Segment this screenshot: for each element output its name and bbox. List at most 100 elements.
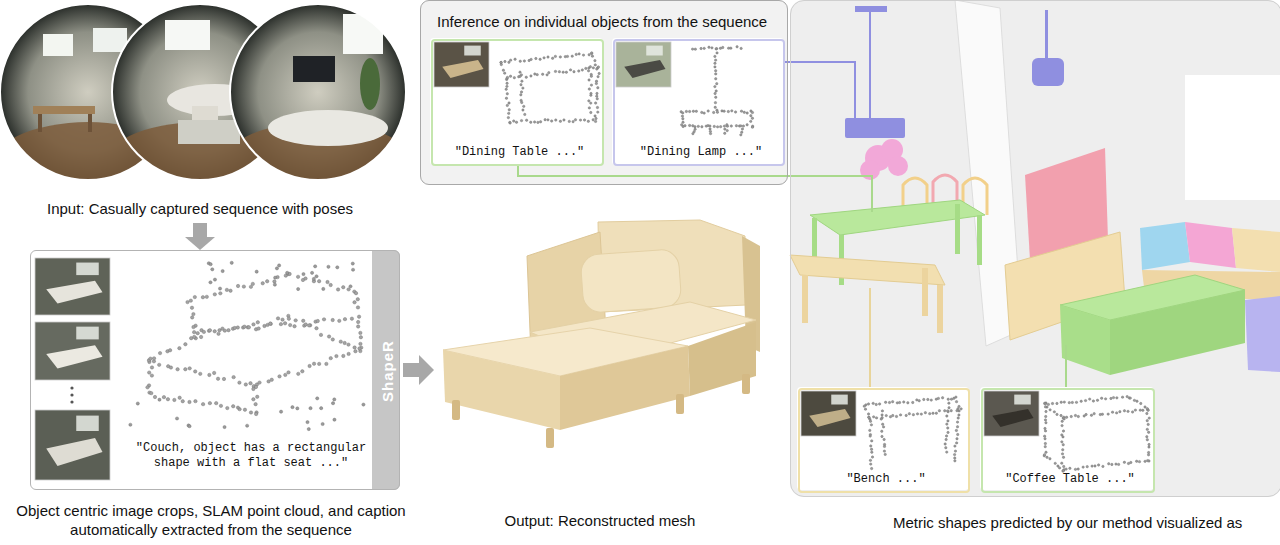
point xyxy=(953,453,955,455)
point xyxy=(954,457,956,459)
point xyxy=(196,331,199,334)
point xyxy=(715,78,717,80)
point xyxy=(536,73,538,75)
fisheye-photo xyxy=(218,4,418,218)
illustration-part xyxy=(1245,296,1280,372)
point xyxy=(554,70,556,72)
point xyxy=(588,100,590,102)
point xyxy=(278,375,281,378)
point xyxy=(947,427,949,429)
point xyxy=(226,406,229,409)
point xyxy=(1044,419,1046,421)
point xyxy=(221,327,224,330)
point xyxy=(1068,401,1070,403)
illustration-part xyxy=(46,345,102,368)
point xyxy=(588,88,590,90)
illustration-part xyxy=(560,346,690,430)
point xyxy=(872,402,874,404)
point xyxy=(308,364,311,367)
point xyxy=(1139,409,1141,411)
point xyxy=(358,347,361,350)
point xyxy=(1148,460,1150,462)
point xyxy=(261,282,264,285)
illustration-part xyxy=(888,156,908,176)
point xyxy=(547,56,549,58)
point xyxy=(871,451,873,453)
point xyxy=(1061,424,1063,426)
point xyxy=(150,374,153,377)
object-card: "Dining Lamp ..." xyxy=(613,39,785,166)
illustration-part xyxy=(35,322,110,380)
point xyxy=(188,400,191,403)
point xyxy=(312,277,315,280)
point xyxy=(520,94,522,96)
point xyxy=(946,410,948,412)
point xyxy=(1099,413,1101,415)
point xyxy=(1123,461,1125,463)
point xyxy=(359,342,362,345)
point xyxy=(591,55,593,57)
point xyxy=(525,119,527,121)
point xyxy=(871,456,873,458)
illustration-part xyxy=(33,106,95,114)
point xyxy=(249,411,252,414)
point xyxy=(957,417,959,419)
point xyxy=(351,268,354,271)
point xyxy=(339,340,342,343)
point xyxy=(870,467,872,469)
point xyxy=(594,59,596,61)
point xyxy=(1062,456,1064,458)
point xyxy=(508,109,510,111)
point xyxy=(217,332,220,335)
point xyxy=(714,101,716,103)
module-caption: Object centric image crops, SLAM point c… xyxy=(3,501,419,539)
point xyxy=(201,296,204,299)
point xyxy=(169,366,172,369)
point xyxy=(895,415,897,417)
point xyxy=(273,280,276,283)
point xyxy=(735,125,737,127)
point xyxy=(596,95,598,97)
point xyxy=(730,47,732,49)
point xyxy=(347,288,350,291)
point xyxy=(884,453,886,455)
point xyxy=(1147,423,1149,425)
point xyxy=(575,53,577,55)
lamp-point-cloud xyxy=(680,46,754,136)
couch-mesh xyxy=(443,220,760,448)
point xyxy=(252,398,255,401)
point xyxy=(896,402,898,404)
point xyxy=(1056,402,1058,404)
illustration-part xyxy=(360,58,380,110)
point xyxy=(1044,430,1046,432)
point xyxy=(588,107,590,109)
point xyxy=(596,98,598,100)
point xyxy=(956,426,958,428)
point xyxy=(296,407,299,410)
point xyxy=(1127,410,1129,412)
point xyxy=(342,354,345,357)
point xyxy=(519,75,521,77)
point xyxy=(315,275,318,278)
point xyxy=(750,114,752,116)
illustration-part xyxy=(855,6,887,12)
point xyxy=(559,56,561,58)
point xyxy=(506,76,508,78)
point xyxy=(507,116,509,118)
point xyxy=(590,75,592,77)
leader-line xyxy=(518,165,872,212)
point xyxy=(694,48,696,50)
point xyxy=(945,447,947,449)
illustration-part xyxy=(1045,10,1048,60)
point xyxy=(950,398,952,400)
point xyxy=(726,129,728,131)
point xyxy=(1045,451,1047,453)
point xyxy=(1063,401,1065,403)
point xyxy=(256,321,259,324)
point xyxy=(731,110,733,112)
point xyxy=(297,372,300,375)
slam-point-cloud xyxy=(129,261,365,430)
point xyxy=(1077,468,1079,470)
illustration-part xyxy=(790,0,1280,497)
